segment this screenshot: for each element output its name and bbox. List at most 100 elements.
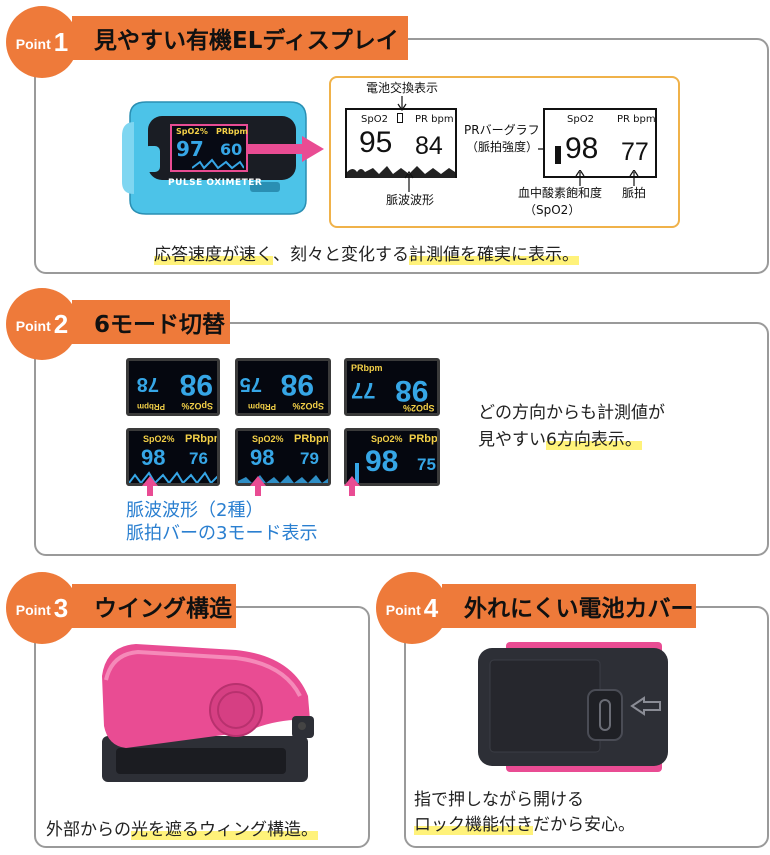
mode6-pulse-bar xyxy=(355,463,359,483)
mode2-pr-label: PRbpm xyxy=(248,402,276,411)
point4-caption-line1: 指で押しながら開ける xyxy=(414,790,584,810)
point3-caption: 外部からの光を遮るウィング構造。 xyxy=(46,815,318,840)
battery-label: 電池交換表示 xyxy=(366,81,439,95)
mode4-waveform xyxy=(129,471,217,483)
point-word: Point xyxy=(15,602,51,618)
mode6-spo2-value: 98 xyxy=(365,445,399,478)
point-word: Point xyxy=(15,318,51,334)
mode-blue-caption: 脈波波形（2種） 脈拍バーの3モード表示 xyxy=(126,500,317,545)
device-label: PULSE OXIMETER xyxy=(168,178,263,188)
waveform-arrow xyxy=(404,170,414,192)
screen1-spo2-value: 95 xyxy=(359,126,393,159)
mode3-spo2-value: 98 xyxy=(395,374,429,407)
point1-caption-highlight-a: 応答速度が速く xyxy=(154,245,273,265)
battery-arrow xyxy=(397,96,407,112)
six-direction-line2-highlight: 6方向表示。 xyxy=(546,430,642,451)
mode6-spo2-label: SpO2% xyxy=(371,434,403,444)
mode1-spo2-label: SpO2% xyxy=(181,401,213,411)
mode4-pr-value: 76 xyxy=(189,449,208,468)
point3-caption-highlight: 光を遮るウィング構造。 xyxy=(131,820,318,840)
point4-caption-highlight: ロック機能付き xyxy=(414,814,533,835)
mode2-pr-value: 75 xyxy=(239,373,262,395)
pink-arrow-icon xyxy=(248,136,324,162)
battery-cover-image xyxy=(478,642,668,772)
mode4-pr-label: PRbpm xyxy=(185,433,220,445)
mode-display-4: SpO2% PRbpm 98 76 xyxy=(126,428,220,486)
point1-caption: 応答速度が速く、刻々と変化する計測値を確実に表示。 xyxy=(154,240,579,265)
spo2-label: 血中酸素飽和度 xyxy=(518,186,603,200)
device-spo2-label: SpO2% xyxy=(176,127,208,136)
mode5-spo2-value: 98 xyxy=(250,445,275,470)
mode1-pr-label: PRbpm xyxy=(137,402,165,411)
pink-up-arrow-icon xyxy=(250,476,266,496)
mode3-spo2-label: SpO2% xyxy=(403,403,435,413)
screen1-spo2-label: SpO2 xyxy=(361,114,388,125)
screen2-spo2-label: SpO2 xyxy=(567,114,594,125)
mode4-spo2-value: 98 xyxy=(141,445,166,470)
pink-oximeter-side-image xyxy=(102,644,314,782)
mode-display-3: PRbpm 77 98 SpO2% xyxy=(344,358,440,416)
point-number: 4 xyxy=(423,592,439,623)
screen1-waveform xyxy=(347,166,455,178)
six-direction-line1: どの方向からも計測値が xyxy=(478,403,665,423)
pr-bar xyxy=(555,146,561,164)
blue-device-screen: SpO2% PRbpm 97 60 xyxy=(170,124,248,172)
spo2-arrow xyxy=(575,170,585,186)
mode-display-2: SpO2% PRbpm 98 75 xyxy=(235,358,331,416)
prbar-label: PRバーグラフ xyxy=(464,123,540,137)
device-pr-label: PRbpm xyxy=(216,127,248,136)
mode-blue-caption-line1: 脈波波形（2種） xyxy=(126,500,264,521)
point4-title: 外れにくい電池カバー xyxy=(442,584,696,628)
point-number: 3 xyxy=(53,592,69,623)
mode3-pr-label: PRbpm xyxy=(351,363,383,373)
mode6-pr-value: 75 xyxy=(417,455,436,474)
point3-title: ウイング構造 xyxy=(72,584,236,628)
mode2-spo2-value: 98 xyxy=(280,368,314,401)
point-number: 1 xyxy=(53,26,69,57)
mode5-pr-value: 79 xyxy=(300,449,319,468)
point4-caption-plain: だから安心。 xyxy=(533,814,635,835)
six-direction-text: どの方向からも計測値が 見やすい6方向表示。 xyxy=(478,400,665,454)
point1-caption-plain: 、刻々と変化する xyxy=(273,245,409,265)
point1-title: 見やすい有機ELディスプレイ xyxy=(72,16,408,60)
pulse-arrow xyxy=(629,170,639,186)
point-word: Point xyxy=(15,36,51,52)
mode5-spo2-label: SpO2% xyxy=(252,434,284,444)
pink-up-arrow-icon xyxy=(344,476,360,496)
mode-display-1: SpO2% PRbpm 98 78 xyxy=(126,358,220,416)
point-word: Point xyxy=(385,602,421,618)
device-waveform-icon xyxy=(192,158,244,170)
device-spo2-value: 97 xyxy=(176,137,204,161)
mode1-spo2-value: 98 xyxy=(179,368,213,401)
mode2-spo2-label: SpO2% xyxy=(292,401,324,411)
screen-diagram-2: SpO2 PR bpm 98 77 xyxy=(543,108,657,178)
mode6-pr-label: PRbpm xyxy=(409,433,438,445)
screen-diagram-1: SpO2 PR bpm 95 84 xyxy=(345,108,457,178)
mode4-spo2-label: SpO2% xyxy=(143,434,175,444)
screen2-pr-label: PR bpm xyxy=(617,114,656,125)
mode-blue-caption-line2: 脈拍バーの3モード表示 xyxy=(126,522,318,544)
point1-caption-highlight-b: 計測値を確実に表示。 xyxy=(409,245,579,265)
mode-display-6: SpO2% PRbpm 98 75 xyxy=(344,428,440,486)
point3-caption-plain: 外部からの xyxy=(46,820,131,840)
screen1-pr-label: PR bpm xyxy=(415,114,454,125)
battery-icon xyxy=(397,113,403,123)
point4-caption: 指で押しながら開ける ロック機能付きだから安心。 xyxy=(414,788,635,837)
mode-display-5: SpO2% PRbpm 98 79 xyxy=(235,428,331,486)
six-direction-line2-plain: 見やすい xyxy=(478,430,546,451)
prbar-sublabel: （脈拍強度） xyxy=(466,140,539,154)
screen2-spo2-value: 98 xyxy=(565,132,599,165)
device-pr-value: 60 xyxy=(220,140,243,159)
point-number: 2 xyxy=(53,308,69,339)
mode1-pr-value: 78 xyxy=(136,373,159,395)
pink-up-arrow-icon xyxy=(142,476,158,496)
screen2-pr-value: 77 xyxy=(621,138,649,166)
mode3-pr-value: 77 xyxy=(351,378,376,403)
waveform-label: 脈波波形 xyxy=(386,193,435,207)
spo2-sublabel: （SpO2） xyxy=(524,203,581,217)
mode5-pr-label: PRbpm xyxy=(294,433,331,445)
